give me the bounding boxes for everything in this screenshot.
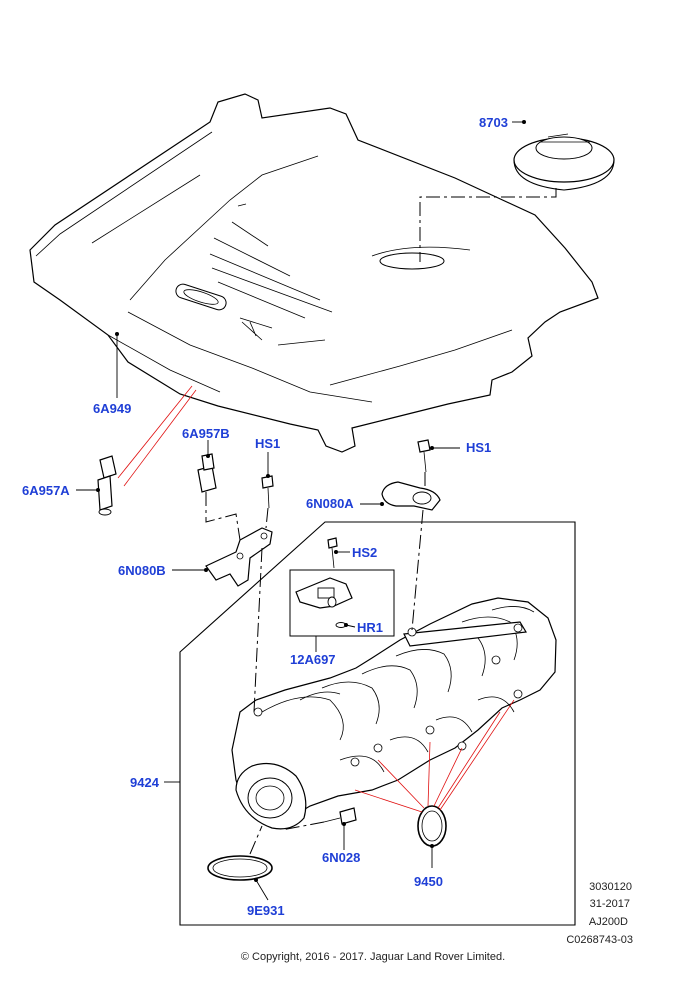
- info-date-code: 31-2017: [590, 898, 630, 910]
- info-illustration-code: C0268743-03: [566, 934, 633, 946]
- label-6n080a[interactable]: 6N080A: [306, 496, 354, 511]
- label-hs1-left[interactable]: HS1: [255, 436, 280, 451]
- label-9e931[interactable]: 9E931: [247, 903, 285, 918]
- label-hs1-right[interactable]: HS1: [466, 440, 491, 455]
- info-engine-code: AJ200D: [589, 916, 628, 928]
- sensor-group-frame: [289, 569, 395, 637]
- bolt-hs1-right[interactable]: [417, 439, 431, 473]
- label-12a697[interactable]: 12A697: [290, 652, 336, 667]
- cover-badge: [175, 283, 273, 341]
- label-9424[interactable]: 9424: [130, 775, 160, 790]
- port-gasket-9450[interactable]: [417, 805, 447, 847]
- engine-cover[interactable]: [29, 93, 599, 453]
- label-6a949[interactable]: 6A949: [93, 401, 131, 416]
- throttle-seal-9e931[interactable]: [207, 855, 273, 881]
- bracket-6n080b[interactable]: [205, 527, 273, 587]
- leader-lines: [76, 120, 526, 901]
- label-hs2[interactable]: HS2: [352, 545, 377, 560]
- info-diagram-number: 3030120: [589, 881, 632, 893]
- manifold-group-frame: [179, 521, 576, 926]
- label-6a957b[interactable]: 6A957B: [182, 426, 230, 441]
- label-8703[interactable]: 8703: [479, 115, 508, 130]
- bolt-hs1-left[interactable]: [261, 475, 274, 509]
- label-hr1[interactable]: HR1: [357, 620, 383, 635]
- map-sensor[interactable]: [295, 577, 353, 609]
- mount-grommet-6a957b[interactable]: [197, 453, 217, 493]
- bracket-6n080a[interactable]: [381, 481, 441, 511]
- oil-filler-cap[interactable]: [513, 133, 615, 191]
- copyright-notice: © Copyright, 2016 - 2017. Jaguar Land Ro…: [241, 951, 505, 963]
- label-6n028[interactable]: 6N028: [322, 850, 360, 865]
- sensor-bolt-hs2[interactable]: [327, 537, 338, 569]
- label-6n080b[interactable]: 6N080B: [118, 563, 166, 578]
- bolt-6n028[interactable]: [323, 807, 357, 825]
- intake-manifold[interactable]: [231, 597, 557, 830]
- mount-stud-6a957a[interactable]: [97, 455, 117, 516]
- label-9450[interactable]: 9450: [414, 874, 443, 889]
- label-6a957a[interactable]: 6A957A: [22, 483, 70, 498]
